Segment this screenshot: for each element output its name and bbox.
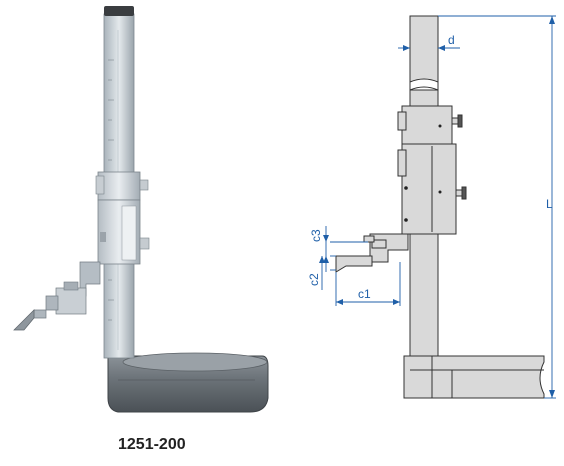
height-gauge-photo [13,6,269,413]
main-slider [97,199,150,265]
drawing-beam-top [409,15,439,83]
model-code-caption: 1251-200 [118,436,186,453]
gauge-base [107,352,269,413]
drawing-base [403,355,545,399]
label-L: L [546,197,553,211]
drawing-fine-slider [401,105,453,145]
drawing-scriber [335,255,373,273]
label-c3: c3 [309,229,323,242]
label-d: d [448,33,455,47]
scriber-arm [13,261,101,331]
label-c1: c1 [358,287,371,301]
technical-drawing: d c1 c3 c2 L [307,15,556,399]
label-c2: c2 [307,273,321,286]
drawing-main-slider [401,143,457,235]
fine-adjust-slider [95,171,149,201]
